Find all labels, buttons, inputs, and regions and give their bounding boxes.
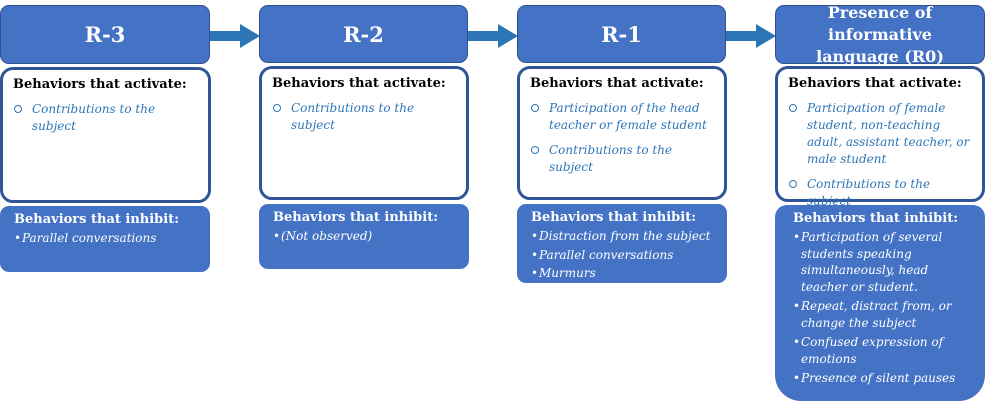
activate-item-text: Participation of the head teacher or fem… bbox=[549, 101, 707, 132]
arrow-right-icon bbox=[468, 24, 518, 48]
stage-r3-inhibit-list: •Parallel conversations bbox=[14, 230, 202, 247]
list-item: Contributions to the subject bbox=[13, 101, 200, 135]
bullet-dot-icon: • bbox=[531, 247, 539, 262]
stage-r0-header: Presence of informative language (R0) bbox=[775, 3, 985, 66]
bullet-dot-icon: • bbox=[793, 371, 801, 385]
inhibit-item-text: Participation of several students speaki… bbox=[801, 230, 943, 294]
list-item: •(Not observed) bbox=[273, 228, 461, 245]
stage-r3-activate-title: Behaviors that activate: bbox=[13, 77, 187, 92]
list-item: •Presence of silent pauses bbox=[793, 370, 977, 387]
inhibit-item-text: Distraction from the subject bbox=[539, 229, 711, 243]
stage-r2-inhibit-box: Behaviors that inhibit: •(Not observed) bbox=[259, 204, 469, 269]
stage-r2-activate-box: Behaviors that activate: Contributions t… bbox=[259, 66, 469, 200]
activate-item-text: Contributions to the subject bbox=[549, 143, 673, 174]
inhibit-item-text: (Not observed) bbox=[281, 229, 373, 243]
stage-r0-activate-box: Behaviors that activate: Participation o… bbox=[775, 66, 985, 208]
stage-r0-inhibit-title: Behaviors that inhibit: bbox=[793, 211, 959, 226]
stage-r2-inhibit-list: •(Not observed) bbox=[273, 228, 461, 245]
stage-r2-header: R-2 bbox=[259, 5, 468, 63]
stage-r1-header: R-1 bbox=[517, 5, 726, 63]
inhibit-item-text: Repeat, distract from, or change the sub… bbox=[801, 299, 952, 330]
list-item: Contributions to the subject bbox=[788, 176, 974, 210]
circle-bullet-icon bbox=[789, 180, 797, 188]
circle-bullet-icon bbox=[531, 104, 539, 112]
arrow-right-icon bbox=[210, 24, 260, 48]
activate-item-text: Participation of female student, non-tea… bbox=[807, 101, 970, 166]
circle-bullet-icon bbox=[531, 146, 539, 154]
list-item: •Parallel conversations bbox=[531, 247, 719, 264]
list-item: Participation of the head teacher or fem… bbox=[530, 100, 716, 134]
inhibit-item-text: Presence of silent pauses bbox=[801, 371, 956, 385]
bullet-dot-icon: • bbox=[531, 229, 539, 243]
stage-r3-header: R-3 bbox=[0, 5, 210, 64]
stage-r1-activate-title: Behaviors that activate: bbox=[530, 76, 704, 91]
inhibit-item-text: Parallel conversations bbox=[22, 231, 157, 245]
list-item: •Repeat, distract from, or change the su… bbox=[793, 298, 977, 331]
stage-r3-inhibit-title: Behaviors that inhibit: bbox=[14, 212, 180, 227]
stage-r1-inhibit-list: •Distraction from the subject •Parallel … bbox=[531, 228, 719, 282]
stage-r0-inhibit-box: Behaviors that inhibit: •Participation o… bbox=[775, 205, 985, 401]
list-item: Participation of female student, non-tea… bbox=[788, 100, 974, 168]
stage-r0-inhibit-list: •Participation of several students speak… bbox=[793, 229, 977, 387]
list-item: Contributions to the subject bbox=[272, 100, 458, 134]
stage-r3-inhibit-box: Behaviors that inhibit: •Parallel conver… bbox=[0, 206, 210, 272]
stage-r3-activate-box: Behaviors that activate: Contributions t… bbox=[0, 67, 211, 203]
stage-r1-inhibit-title: Behaviors that inhibit: bbox=[531, 210, 697, 225]
inhibit-item-text: Parallel conversations bbox=[539, 247, 674, 262]
stage-r0-activate-list: Participation of female student, non-tea… bbox=[788, 100, 974, 210]
list-item: •Participation of several students speak… bbox=[793, 229, 977, 295]
bullet-dot-icon: • bbox=[531, 266, 539, 280]
activate-item-text: Contributions to the subject bbox=[807, 177, 931, 208]
circle-bullet-icon bbox=[273, 104, 281, 112]
stage-r2-activate-list: Contributions to the subject bbox=[272, 100, 458, 134]
circle-bullet-icon bbox=[789, 104, 797, 112]
stage-r1-inhibit-box: Behaviors that inhibit: •Distraction fro… bbox=[517, 204, 727, 283]
bullet-dot-icon: • bbox=[793, 299, 801, 313]
bullet-dot-icon: • bbox=[793, 230, 801, 244]
list-item: •Confused expression of emotions bbox=[793, 334, 977, 367]
arrow-right-icon bbox=[726, 24, 776, 48]
list-item: •Parallel conversations bbox=[14, 230, 202, 247]
stage-r2-activate-title: Behaviors that activate: bbox=[272, 76, 446, 91]
bullet-dot-icon: • bbox=[273, 229, 281, 243]
stage-r3-activate-list: Contributions to the subject bbox=[13, 101, 200, 135]
stage-r2-inhibit-title: Behaviors that inhibit: bbox=[273, 210, 439, 225]
activate-item-text: Contributions to the subject bbox=[291, 101, 415, 132]
stage-r1-activate-box: Behaviors that activate: Participation o… bbox=[517, 66, 727, 200]
list-item: •Distraction from the subject bbox=[531, 228, 719, 245]
stage-r0-activate-title: Behaviors that activate: bbox=[788, 76, 962, 91]
stage-r1-activate-list: Participation of the head teacher or fem… bbox=[530, 100, 716, 176]
bullet-dot-icon: • bbox=[14, 231, 22, 245]
inhibit-item-text: Confused expression of emotions bbox=[801, 335, 944, 366]
activate-item-text: Contributions to the subject bbox=[32, 102, 156, 133]
list-item: Contributions to the subject bbox=[530, 142, 716, 176]
bullet-dot-icon: • bbox=[793, 335, 801, 349]
circle-bullet-icon bbox=[14, 105, 22, 113]
list-item: •Murmurs bbox=[531, 265, 719, 282]
inhibit-item-text: Murmurs bbox=[539, 266, 596, 280]
